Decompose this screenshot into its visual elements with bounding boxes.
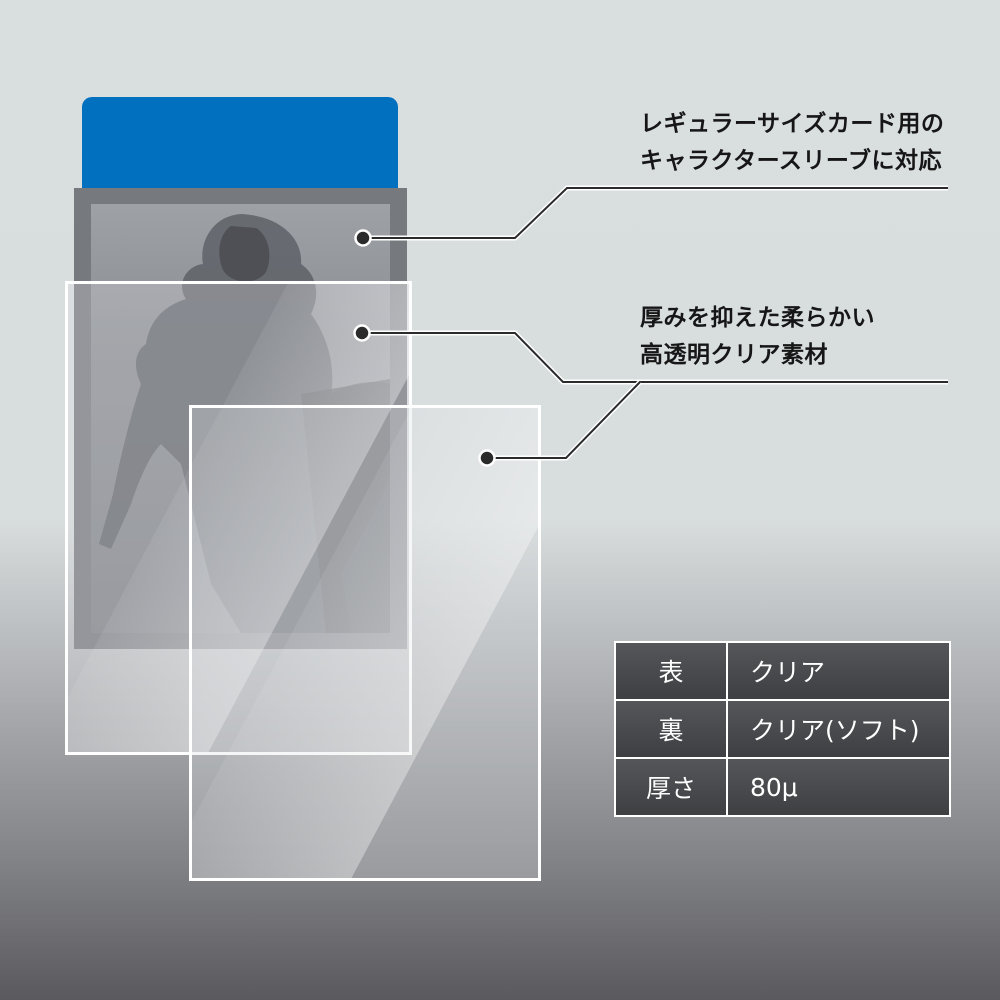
callout-material: 厚みを抑えた柔らかい 高透明クリア素材 (640, 300, 875, 374)
spec-value: クリア (726, 641, 951, 701)
spec-label: 表 (614, 641, 728, 701)
spec-row-back: 裏 クリア(ソフト) (614, 699, 951, 759)
spec-row-front: 表 クリア (614, 641, 951, 701)
spec-value: 80μ (726, 757, 951, 817)
spec-value: クリア(ソフト) (726, 699, 951, 759)
spec-table: 表 クリア 裏 クリア(ソフト) 厚さ 80μ (614, 641, 951, 817)
spec-row-thickness: 厚さ 80μ (614, 757, 951, 817)
callout-line: 厚みを抑えた柔らかい (640, 305, 875, 331)
spec-label: 厚さ (614, 757, 728, 817)
callout-line: 高透明クリア素材 (640, 342, 828, 368)
shine-highlight (192, 408, 538, 878)
callout-line: レギュラーサイズカード用の (640, 111, 945, 137)
clear-sleeve-back (189, 405, 541, 881)
character-illustration (91, 204, 390, 633)
knight-silhouette-icon (99, 214, 390, 633)
callout-regular-size: レギュラーサイズカード用の キャラクタースリーブに対応 (640, 106, 944, 180)
callout-line: キャラクタースリーブに対応 (640, 148, 943, 174)
spec-label: 裏 (614, 699, 728, 759)
clear-sleeve-front (65, 281, 412, 755)
